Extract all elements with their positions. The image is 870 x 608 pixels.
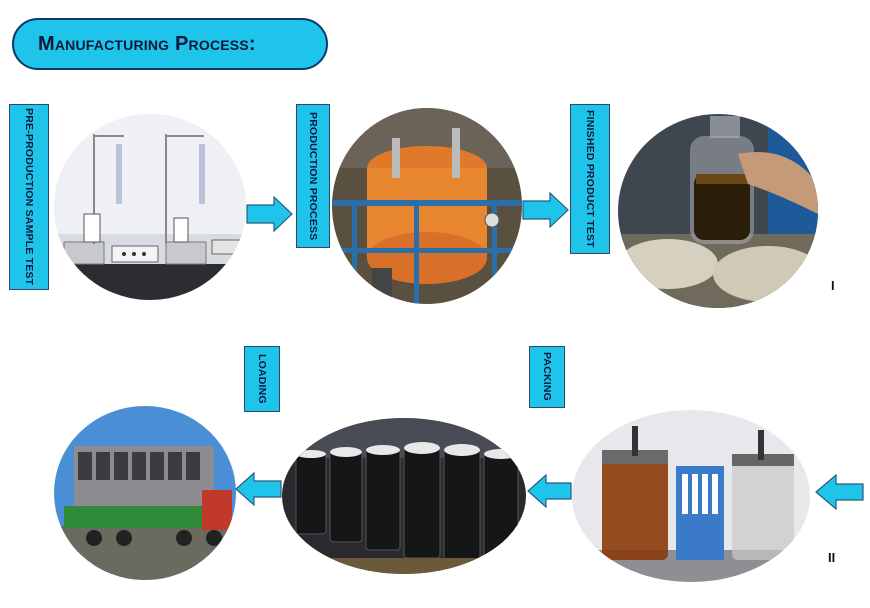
- page-title: Manufacturing Process:: [38, 32, 256, 55]
- arrow-left-icon: [527, 474, 572, 508]
- finished-product-photo: [618, 114, 818, 308]
- step-label-pre-production: PRE-PRODUCTION SAMPLE TEST: [9, 104, 49, 290]
- step-label-loading: LOADING: [244, 346, 280, 412]
- row-marker: I: [831, 278, 835, 293]
- step-label-text: FINISHED PRODUCT TEST: [584, 110, 596, 248]
- arrow-right-icon: [522, 192, 569, 228]
- arrow-left-icon: [815, 474, 864, 510]
- step-label-finished: FINISHED PRODUCT TEST: [570, 104, 610, 254]
- step-label-text: PACKING: [541, 352, 553, 402]
- lab-test-photo: [54, 114, 246, 300]
- step-label-packing: PACKING: [529, 346, 565, 408]
- packing-drums-photo: [282, 418, 526, 574]
- step-label-text: LOADING: [256, 354, 268, 404]
- loading-truck-photo: [54, 406, 236, 580]
- arrow-left-icon: [235, 472, 282, 506]
- packing-test-photo: [572, 410, 810, 582]
- row-marker: II: [828, 550, 836, 565]
- step-label-production: PRODUCTION PROCESS: [296, 104, 330, 248]
- step-label-text: PRODUCTION PROCESS: [307, 111, 319, 241]
- arrow-right-icon: [246, 196, 293, 232]
- step-label-text: PRE-PRODUCTION SAMPLE TEST: [23, 108, 35, 286]
- reactor-photo: [332, 108, 522, 304]
- title-banner: Manufacturing Process:: [12, 18, 328, 70]
